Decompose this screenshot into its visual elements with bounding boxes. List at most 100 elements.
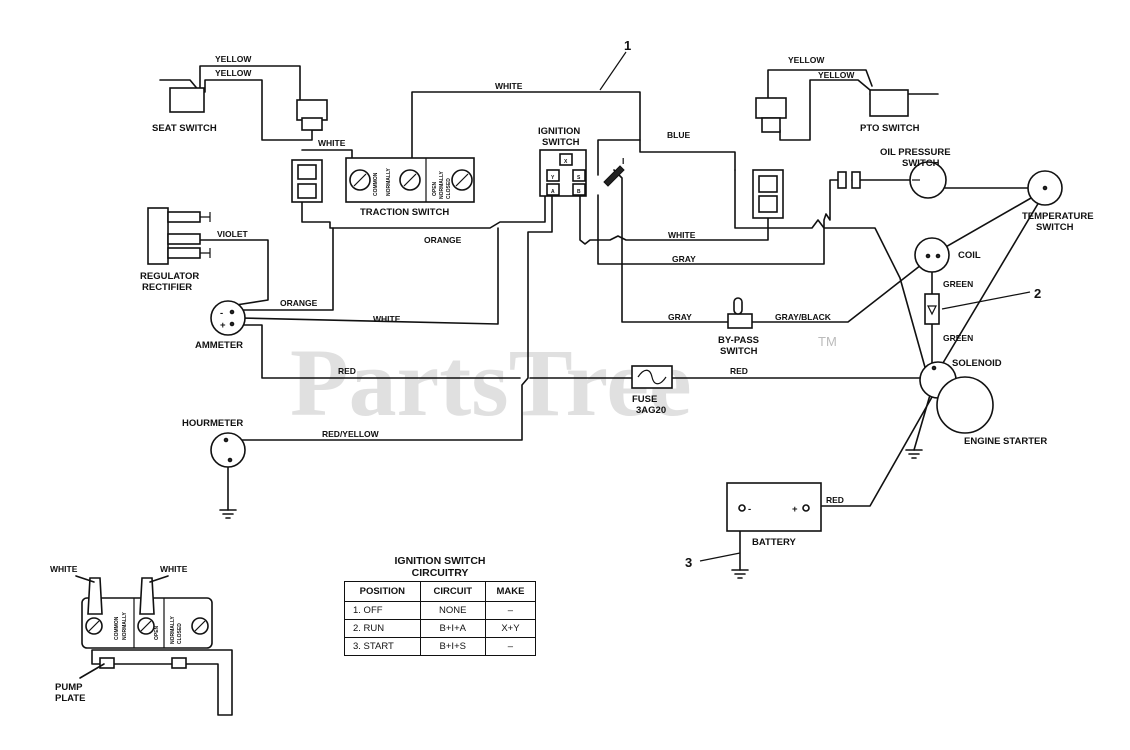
svg-text:ORANGE: ORANGE xyxy=(280,298,318,308)
ignition-table-title: IGNITION SWITCH CIRCUITRY xyxy=(394,555,486,579)
header-circuit: CIRCUIT xyxy=(419,581,486,602)
svg-text:X: X xyxy=(564,159,568,165)
svg-text:RED/YELLOW: RED/YELLOW xyxy=(322,429,380,439)
svg-text:ENGINE STARTER: ENGINE STARTER xyxy=(964,436,1047,447)
bypass-switch: BY-PASS SWITCH xyxy=(718,297,759,357)
traction-switch-label: TRACTION SWITCH xyxy=(360,207,449,218)
svg-text:CLOSED: CLOSED xyxy=(446,178,452,199)
svg-text:BATTERY: BATTERY xyxy=(752,537,796,548)
svg-text:WHITE: WHITE xyxy=(160,564,188,574)
svg-text:YELLOW: YELLOW xyxy=(215,54,252,64)
svg-text:PUMP: PUMP xyxy=(55,682,83,693)
traction-switch: COMMON NORMALLY OPEN NORMALLY CLOSED TRA… xyxy=(345,157,475,218)
svg-text:FUSE: FUSE xyxy=(632,394,657,405)
watermark-tm: TM xyxy=(818,334,837,349)
svg-text:CLOSED: CLOSED xyxy=(177,623,183,644)
svg-text:OIL PRESSURE: OIL PRESSURE xyxy=(880,147,951,158)
table-row: 3. START B+I+S – xyxy=(344,637,537,656)
oil-pressure-switch: OIL PRESSURE SWITCH xyxy=(837,147,951,199)
wire-labels: YELLOW YELLOW WHITE WHITE YELLOW YELLOW … xyxy=(215,54,855,505)
svg-text:COMMON: COMMON xyxy=(373,172,379,196)
svg-text:RED: RED xyxy=(730,366,748,376)
solenoid: SOLENOID ENGINE STARTER xyxy=(919,358,1047,447)
svg-text:YELLOW: YELLOW xyxy=(215,68,252,78)
svg-text:+: + xyxy=(220,320,226,331)
svg-text:RED: RED xyxy=(826,495,844,505)
fuse: FUSE 3AG20 xyxy=(631,365,673,416)
ignition-circuitry-table: IGNITION SWITCH CIRCUITRY POSITION CIRCU… xyxy=(344,555,537,656)
callout-1: 1 xyxy=(624,38,631,53)
svg-text:REGULATOR: REGULATOR xyxy=(140,271,199,282)
header-make: MAKE xyxy=(484,581,537,602)
table-row: 2. RUN B+I+A X+Y xyxy=(344,619,537,638)
svg-text:RECTIFIER: RECTIFIER xyxy=(142,282,192,293)
svg-text:NORMALLY: NORMALLY xyxy=(439,170,445,199)
svg-text:RED: RED xyxy=(338,366,356,376)
svg-text:PTO SWITCH: PTO SWITCH xyxy=(860,123,920,134)
svg-text:GRAY/BLACK: GRAY/BLACK xyxy=(775,312,832,322)
wires xyxy=(159,65,1046,571)
svg-text:GRAY: GRAY xyxy=(668,312,692,322)
table-header-row: POSITION CIRCUIT MAKE xyxy=(344,581,537,602)
callouts: 1 2 3 xyxy=(599,38,1041,570)
svg-text:3AG20: 3AG20 xyxy=(636,405,666,416)
coil: COIL xyxy=(914,237,981,273)
svg-text:YELLOW: YELLOW xyxy=(788,55,825,65)
ignition-table: POSITION CIRCUIT MAKE 1. OFF NONE – 2. R… xyxy=(344,581,537,656)
callout-2: 2 xyxy=(1034,286,1041,301)
svg-text:WHITE: WHITE xyxy=(318,138,346,148)
svg-text:GREEN: GREEN xyxy=(943,333,973,343)
seat-switch: SEAT SWITCH xyxy=(152,87,328,134)
svg-text:SWITCH: SWITCH xyxy=(1036,222,1074,233)
svg-text:S: S xyxy=(577,175,581,181)
svg-text:ORANGE: ORANGE xyxy=(424,235,462,245)
temperature-switch: TEMPERATURE SWITCH xyxy=(1022,170,1094,233)
svg-text:NORMALLY: NORMALLY xyxy=(386,167,392,196)
callout-3: 3 xyxy=(685,555,692,570)
svg-text:-: - xyxy=(748,504,751,515)
pto-switch: PTO SWITCH xyxy=(755,89,920,134)
svg-text:COIL: COIL xyxy=(958,250,981,261)
svg-text:SWITCH: SWITCH xyxy=(542,137,580,148)
svg-text:SOLENOID: SOLENOID xyxy=(952,358,1002,369)
svg-text:YELLOW: YELLOW xyxy=(818,70,855,80)
traction-connector xyxy=(291,159,323,203)
svg-text:SWITCH: SWITCH xyxy=(720,346,758,357)
svg-text:GRAY: GRAY xyxy=(672,254,696,264)
svg-text:IGNITION: IGNITION xyxy=(538,126,580,137)
svg-text:Y: Y xyxy=(551,175,555,181)
svg-text:WHITE: WHITE xyxy=(373,314,401,324)
svg-text:OPEN: OPEN xyxy=(432,181,438,196)
regulator-rectifier: REGULATOR RECTIFIER xyxy=(140,207,211,293)
seat-switch-label: SEAT SWITCH xyxy=(152,123,217,134)
pto-connector xyxy=(752,169,784,219)
watermark: PartsTree xyxy=(290,329,692,436)
table-row: 1. OFF NONE – xyxy=(344,601,537,620)
svg-text:PLATE: PLATE xyxy=(55,693,85,704)
ground-icon xyxy=(731,569,749,579)
svg-text:WHITE: WHITE xyxy=(668,230,696,240)
svg-text:NORMALLY: NORMALLY xyxy=(170,615,176,644)
svg-text:BY-PASS: BY-PASS xyxy=(718,335,759,346)
svg-text:B: B xyxy=(577,189,581,195)
diode: GREEN GREEN xyxy=(924,279,973,343)
svg-text:HOURMETER: HOURMETER xyxy=(182,418,243,429)
battery: - + BATTERY xyxy=(726,482,822,548)
ground-symbols xyxy=(219,449,923,579)
svg-text:+: + xyxy=(792,504,798,515)
svg-text:A: A xyxy=(551,189,555,195)
svg-text:GREEN: GREEN xyxy=(943,279,973,289)
header-position: POSITION xyxy=(344,581,421,602)
ground-icon xyxy=(905,449,923,459)
svg-text:VIOLET: VIOLET xyxy=(217,229,249,239)
ammeter: - + AMMETER xyxy=(195,300,246,351)
svg-text:WHITE: WHITE xyxy=(50,564,78,574)
ground-icon xyxy=(219,509,237,519)
svg-text:I: I xyxy=(622,156,624,166)
svg-text:COMMON: COMMON xyxy=(114,616,120,640)
svg-text:NORMALLY: NORMALLY xyxy=(122,611,128,640)
svg-text:WHITE: WHITE xyxy=(495,81,523,91)
svg-text:-: - xyxy=(220,308,223,319)
svg-text:BLUE: BLUE xyxy=(667,130,690,140)
